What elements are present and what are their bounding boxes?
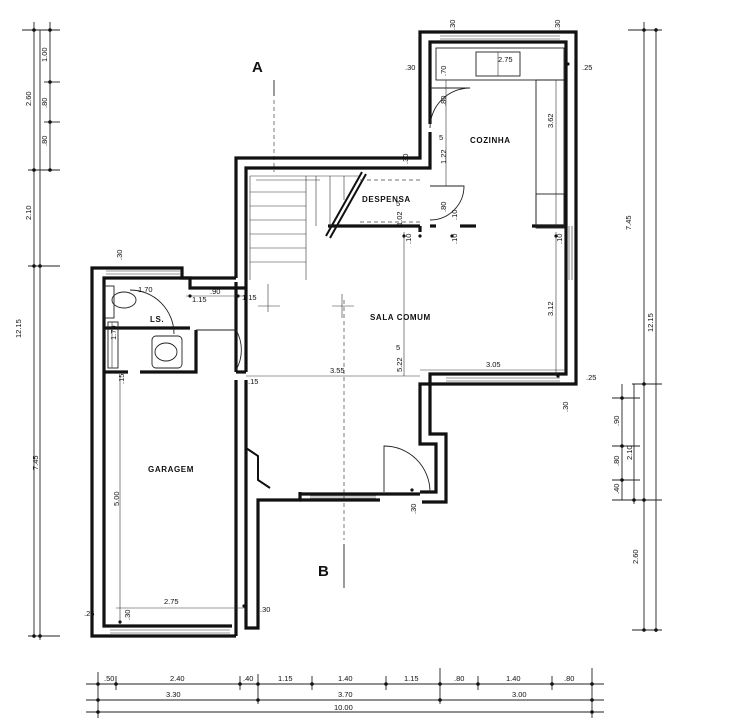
dim-d-10a: .10 <box>450 210 459 220</box>
dim-left-2-10: 2.10 <box>24 205 33 220</box>
dim-right-80: .80 <box>612 456 621 466</box>
dim-s-3-12: 3.12 <box>546 301 555 316</box>
dim-k-70: .70 <box>439 66 448 76</box>
dim-left-2-60: 2.60 <box>24 91 33 106</box>
dim-g-5-00: 5.00 <box>112 491 121 506</box>
section-label-a: A <box>252 59 263 76</box>
dim-g-30a: .30 <box>123 610 132 620</box>
dim-k-2-75: 2.75 <box>498 55 513 64</box>
dim-bottom-80b: .80 <box>564 674 574 683</box>
dim-left-1-00: 1.00 <box>40 47 49 62</box>
dim-right-2-10: 2.10 <box>625 445 634 460</box>
room-label-sala-comum: SALA COMUM <box>370 313 431 322</box>
dim-left-80b: .80 <box>40 136 49 146</box>
dim-s-3-05: 3.05 <box>486 360 501 369</box>
dim-ls-1-70b: 1.70 <box>109 325 118 340</box>
left-dimension-lines <box>22 22 60 640</box>
dim-ls-1-70a: 1.70 <box>138 285 153 294</box>
kitchen-fixtures <box>435 47 565 229</box>
dim-s-5-22-sup: 5 <box>396 343 400 352</box>
dim-left-12-15: 12.15 <box>14 319 23 338</box>
dim-ls-15: .15 <box>117 374 126 384</box>
dim-left-80a: .80 <box>40 98 49 108</box>
dim-e-30: .30 <box>409 504 418 514</box>
dim-k-1-22-sup: 5 <box>439 133 443 142</box>
bottom-dimension-lines <box>86 668 604 718</box>
room-label-despensa: DESPENSA <box>362 195 411 204</box>
dim-right-2-60: 2.60 <box>631 549 640 564</box>
doors <box>129 87 471 493</box>
dim-k-3-62: 3.62 <box>546 113 555 128</box>
dim-right-12-15: 12.15 <box>646 313 655 332</box>
dim-s-15: .15 <box>248 377 258 386</box>
dim-g-2-75: 2.75 <box>164 597 179 606</box>
dim-s-5-22: 5.22 <box>395 357 404 372</box>
dim-d-1-02-sup: 5 <box>396 199 400 208</box>
dim-ls-90: .90 <box>210 287 220 296</box>
bathroom-fixtures <box>103 285 183 369</box>
dim-g-30b: .30 <box>260 605 270 614</box>
dim-bottom-3-00: 3.00 <box>512 690 527 699</box>
dim-k-80: .80 <box>439 96 448 106</box>
room-label-ls: LS. <box>150 315 164 324</box>
section-label-b: B <box>318 563 329 580</box>
dim-s-25: .25 <box>586 373 596 382</box>
dim-right-90: .90 <box>612 416 621 426</box>
dim-bottom-1-15a: 1.15 <box>278 674 293 683</box>
dim-k-1-22: 1.22 <box>439 149 448 164</box>
dim-bottom-1-40b: 1.40 <box>506 674 521 683</box>
dim-bottom-3-70: 3.70 <box>338 690 353 699</box>
dim-top-30a: .30 <box>448 20 457 30</box>
dim-bottom-50: .50 <box>104 674 114 683</box>
room-label-garagem: GARAGEM <box>148 465 194 474</box>
dim-s-10: .10 <box>555 234 564 244</box>
stair-treads <box>250 176 345 263</box>
dim-ls-1-15b: 1.15 <box>242 293 257 302</box>
dim-k-25: .25 <box>582 63 592 72</box>
windows <box>106 35 573 634</box>
staircase <box>249 171 420 280</box>
dim-d-10b: .10 <box>404 234 413 244</box>
exterior-walls <box>90 30 578 638</box>
dim-d-10c: .10 <box>450 234 459 244</box>
dim-right-7-45: 7.45 <box>624 215 633 230</box>
dim-ls-1-15a: 1.15 <box>192 295 207 304</box>
dim-bottom-1-15b: 1.15 <box>404 674 419 683</box>
dim-d-80: .80 <box>439 202 448 212</box>
dim-s-3-55: 3.55 <box>330 366 345 375</box>
dim-d-30: .30 <box>401 154 410 164</box>
dim-bottom-2-40: 2.40 <box>170 674 185 683</box>
interior-dimension-lines <box>116 62 570 626</box>
dim-bottom-10-00: 10.00 <box>334 703 353 712</box>
dim-g-25: .25 <box>84 609 94 618</box>
right-dimension-lines <box>612 22 662 632</box>
room-label-cozinha: COZINHA <box>470 136 511 145</box>
dim-bottom-80a: .80 <box>454 674 464 683</box>
dim-right-40: .40 <box>612 484 621 494</box>
dim-bottom-3-30: 3.30 <box>166 690 181 699</box>
interior-walls <box>104 224 566 374</box>
dim-d-1-02: 1.02 <box>395 211 404 226</box>
dim-bottom-40: .40 <box>243 674 253 683</box>
dim-top-30b: .30 <box>553 20 562 30</box>
dim-k-30: .30 <box>405 63 415 72</box>
dim-bottom-1-40a: 1.40 <box>338 674 353 683</box>
dim-left-7-45: 7.45 <box>31 455 40 470</box>
dim-s-30: .30 <box>561 402 570 412</box>
dim-ls-30: .30 <box>115 250 124 260</box>
